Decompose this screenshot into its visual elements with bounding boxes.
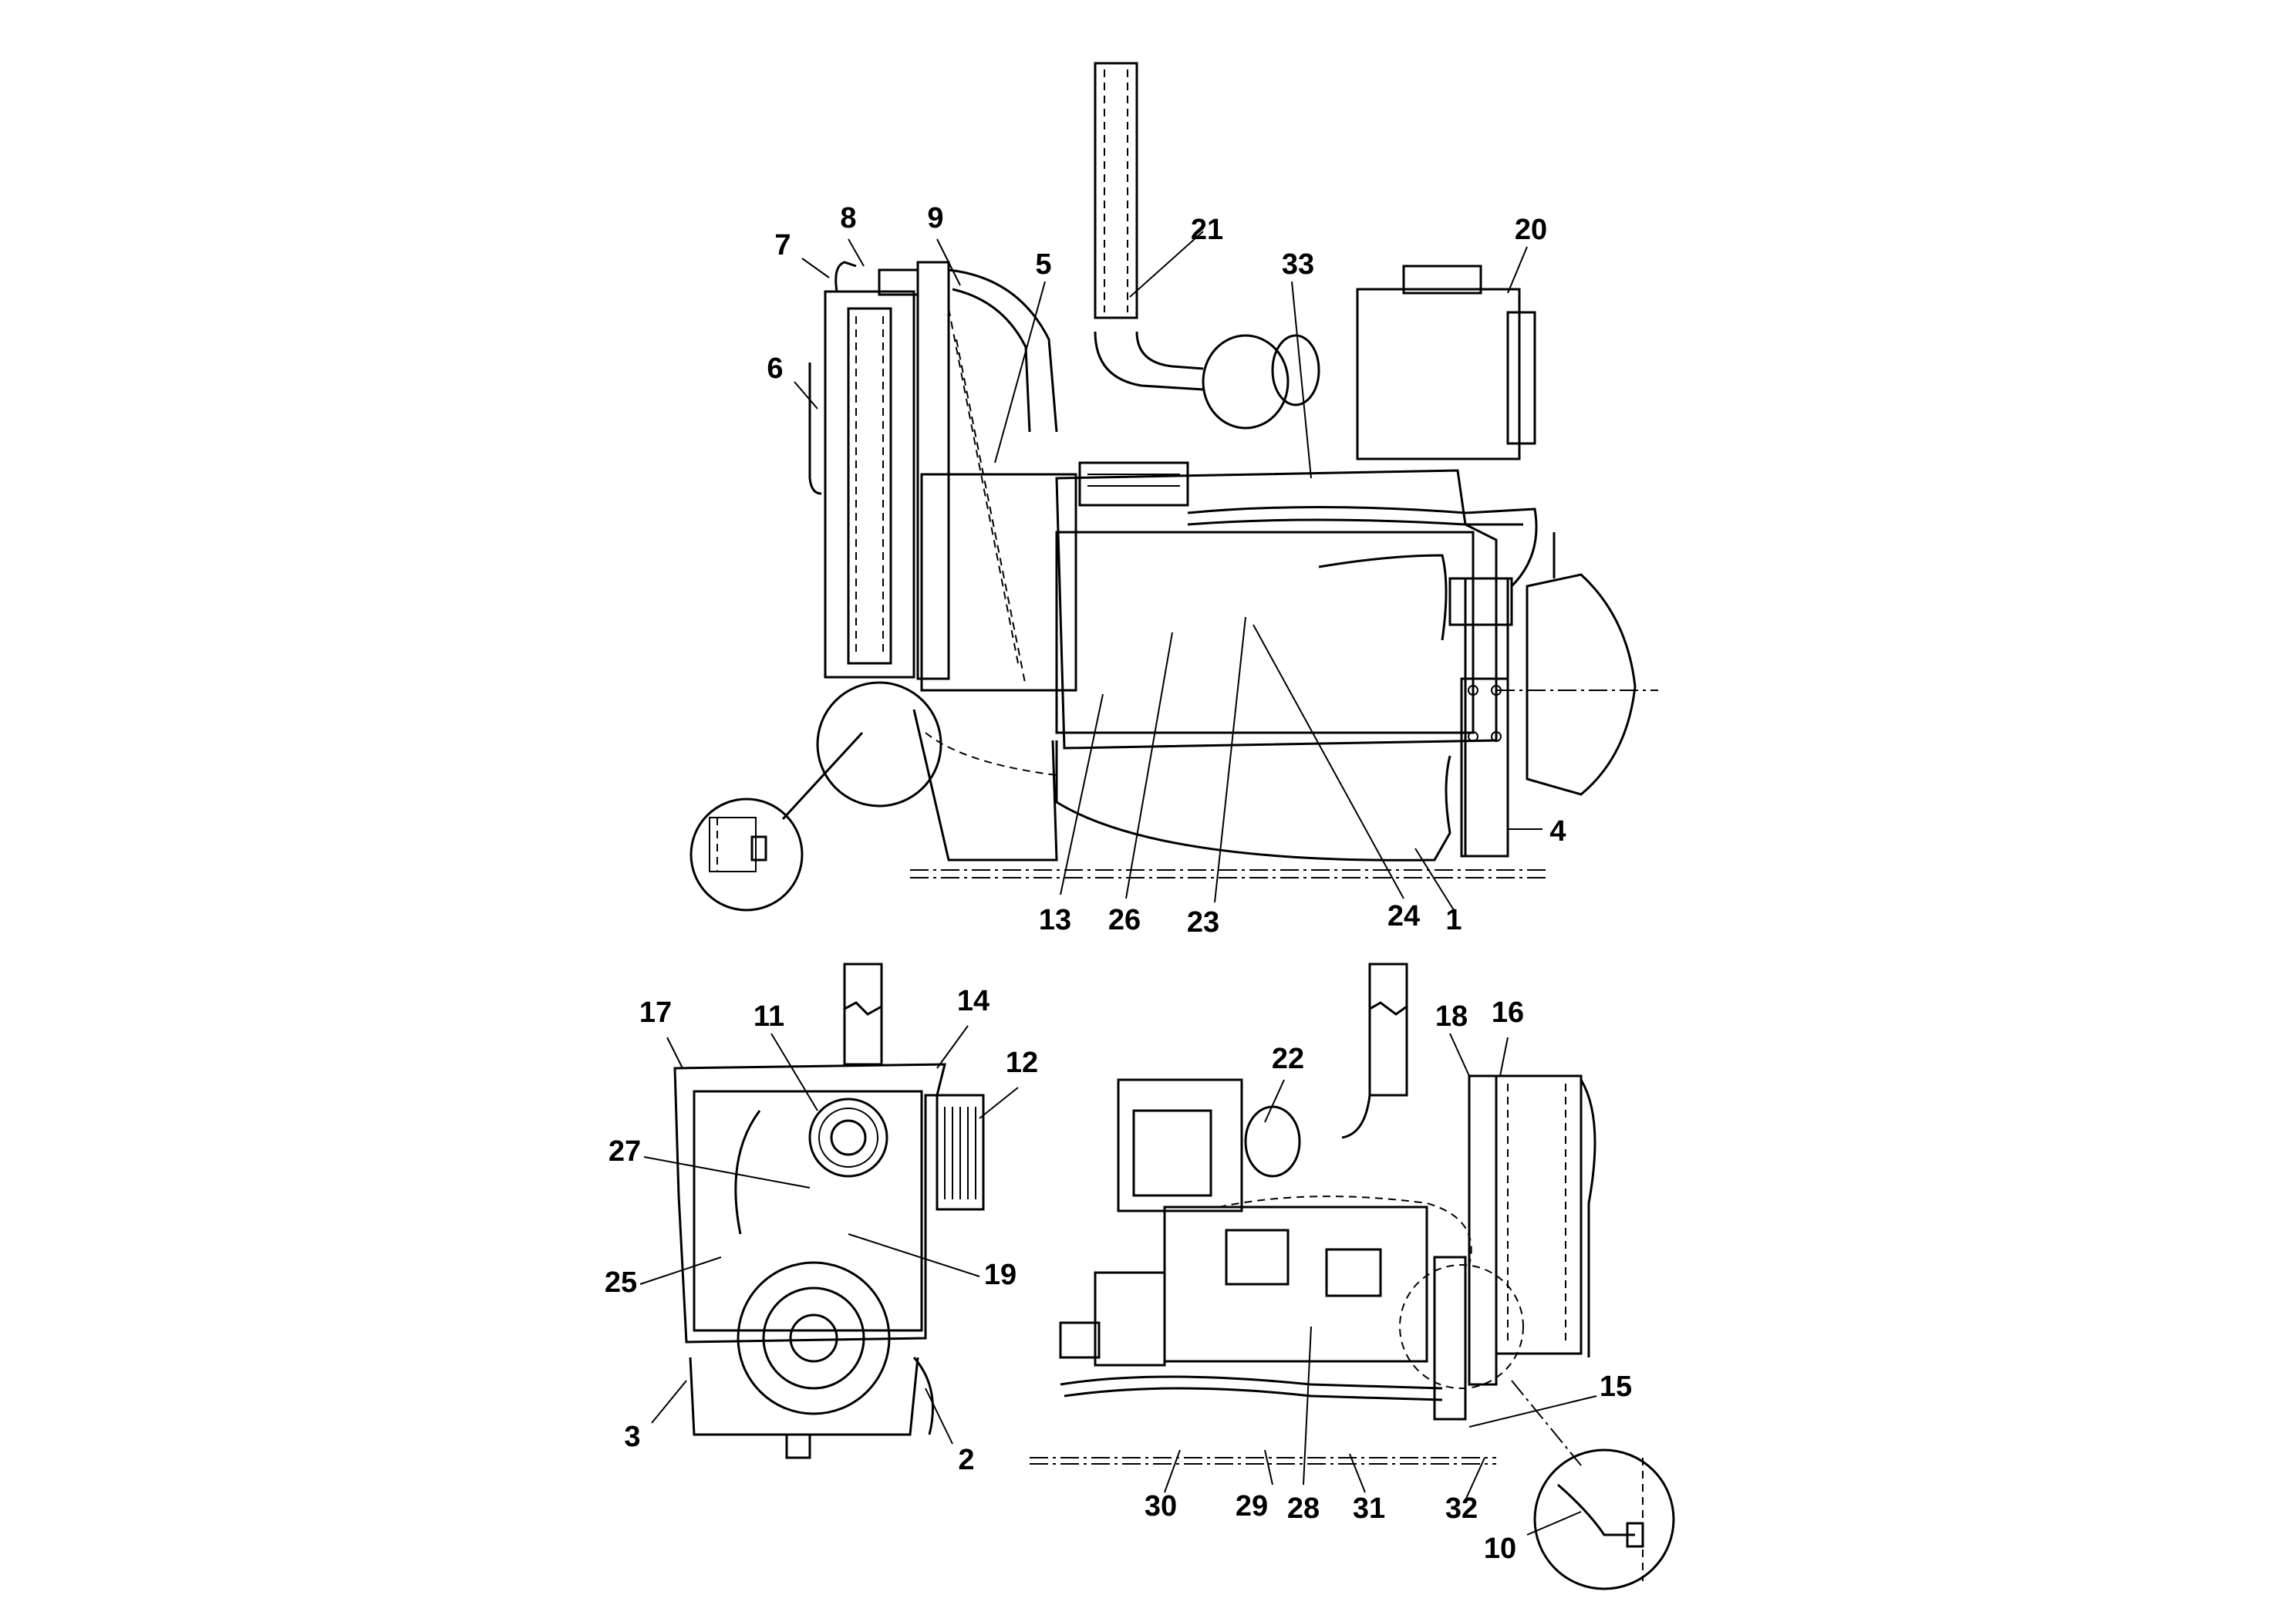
callout-30: 30 [1145, 1490, 1177, 1523]
callout-17: 17 [639, 996, 672, 1029]
callout-6: 6 [767, 352, 783, 385]
callout-14: 14 [957, 985, 990, 1017]
callout-18: 18 [1435, 1000, 1468, 1033]
callout-10: 10 [1484, 1533, 1516, 1565]
callout-4: 4 [1549, 815, 1566, 848]
callout-21: 21 [1191, 214, 1223, 246]
callout-31: 31 [1353, 1492, 1385, 1525]
callout-24: 24 [1387, 900, 1420, 932]
callout-labels: 1 2 3 4 5 6 7 8 9 10 11 12 13 14 15 16 1… [605, 202, 1632, 1565]
callout-13: 13 [1039, 904, 1071, 936]
callout-11: 11 [754, 1000, 784, 1033]
front-view [673, 963, 985, 1459]
callout-27: 27 [609, 1135, 641, 1168]
leader-lines [639, 231, 1597, 1536]
callout-32: 32 [1445, 1492, 1478, 1525]
callout-22: 22 [1272, 1043, 1304, 1075]
rear-side-view [1030, 963, 1675, 1590]
callout-19: 19 [984, 1259, 1017, 1291]
callout-23: 23 [1187, 906, 1219, 939]
callout-1: 1 [1445, 904, 1462, 936]
callout-29: 29 [1236, 1490, 1268, 1523]
callout-7: 7 [774, 229, 791, 261]
callout-12: 12 [1006, 1047, 1038, 1079]
callout-28: 28 [1287, 1492, 1320, 1525]
side-view [689, 62, 1658, 912]
callout-26: 26 [1108, 904, 1141, 936]
callout-15: 15 [1600, 1371, 1632, 1403]
callout-25: 25 [605, 1266, 637, 1299]
callout-2: 2 [958, 1444, 974, 1476]
callout-9: 9 [927, 202, 943, 234]
callout-3: 3 [624, 1421, 640, 1453]
callout-20: 20 [1515, 214, 1547, 246]
callout-8: 8 [840, 202, 856, 234]
callout-33: 33 [1282, 248, 1314, 281]
callout-16: 16 [1492, 996, 1524, 1029]
callout-5: 5 [1035, 248, 1051, 281]
